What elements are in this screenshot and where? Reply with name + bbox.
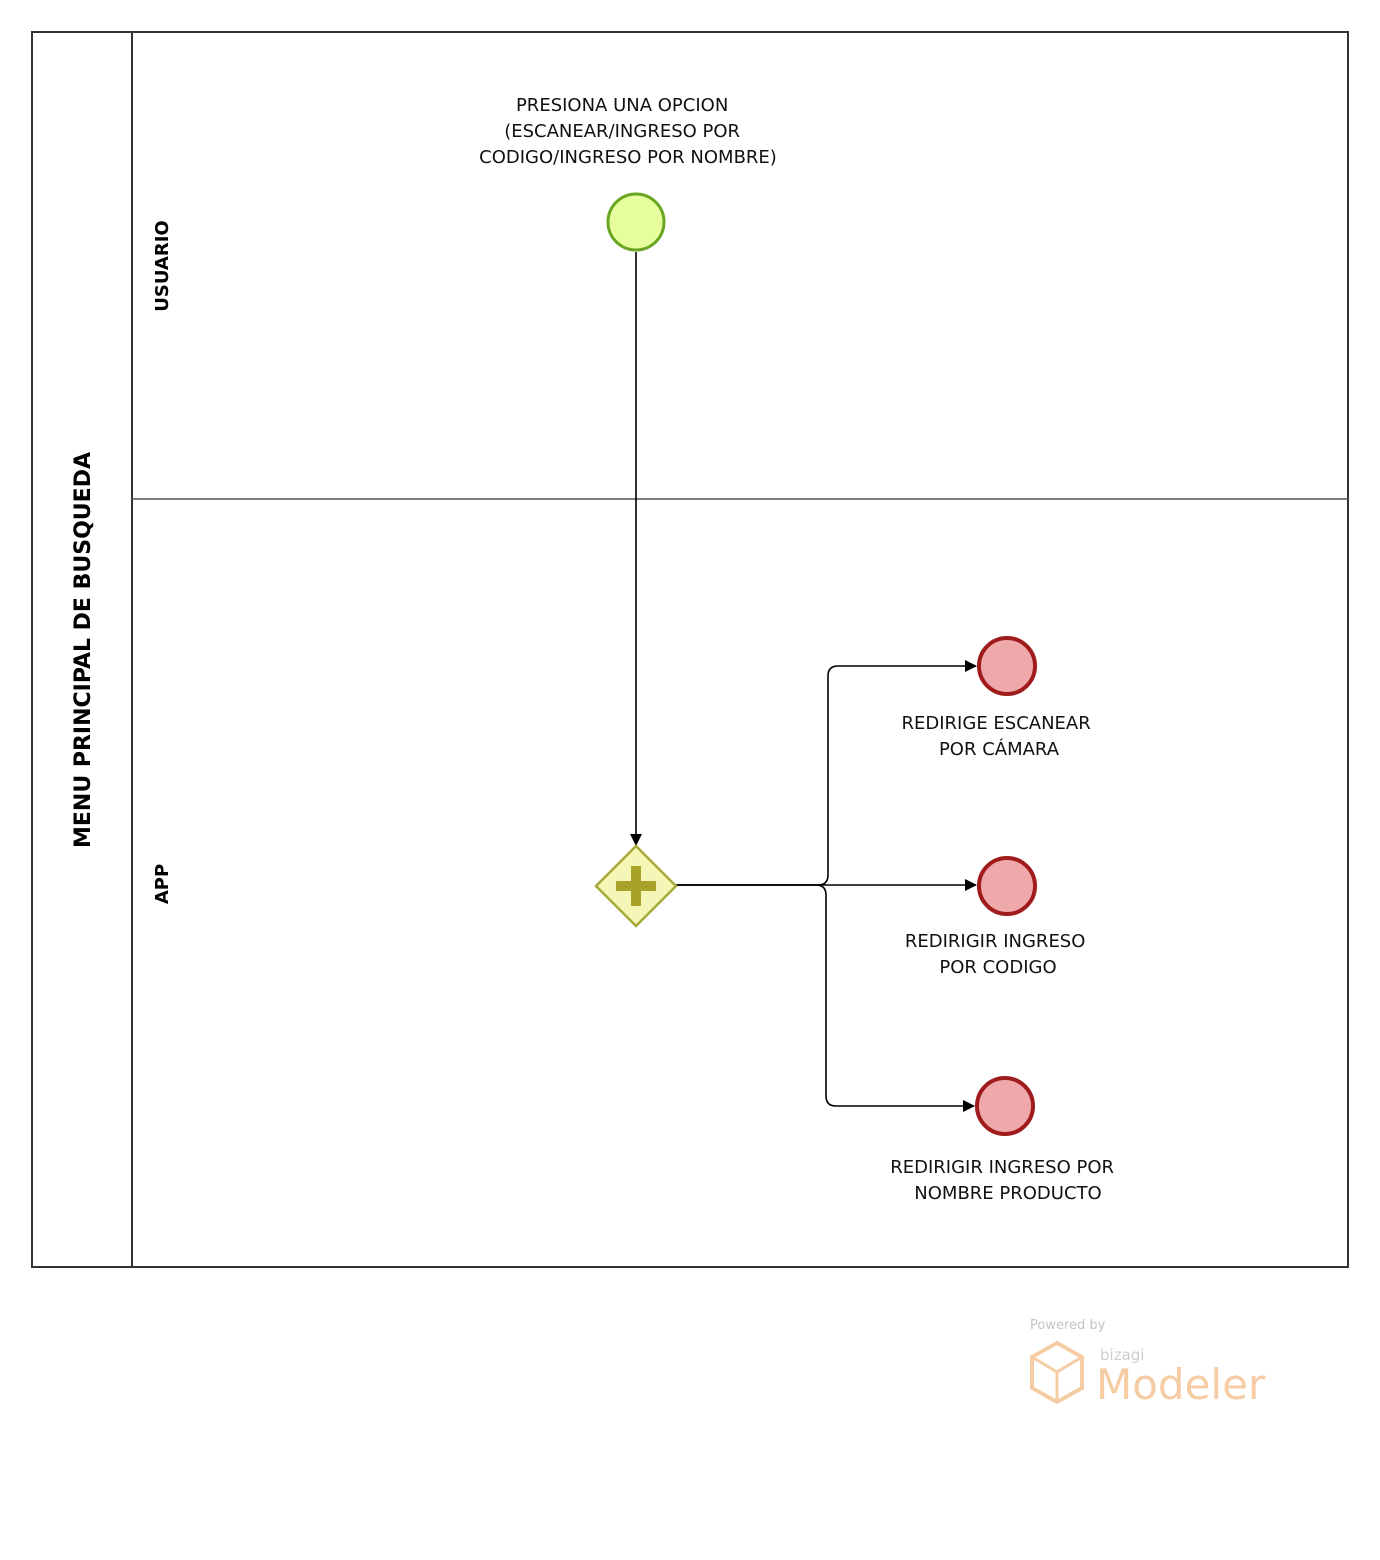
bizagi-watermark: Powered by bizagi Modeler — [1030, 1318, 1266, 1409]
bizagi-cube-icon — [1030, 1340, 1084, 1405]
sequence-flows — [630, 252, 977, 1112]
watermark-brand: bizagi — [1100, 1346, 1144, 1364]
end-event-escanear[interactable]: REDIRIGE ESCANEAR POR CÁMARA — [902, 636, 1097, 760]
plus-icon — [616, 866, 656, 906]
end-event-nombre[interactable]: REDIRIGIR INGRESO POR NOMBRE PRODUCTO — [890, 1076, 1120, 1204]
watermark-product: Modeler — [1096, 1360, 1266, 1409]
lane-app: APP — [152, 864, 173, 904]
lane-label-usuario: USUARIO — [152, 220, 173, 311]
end-event-label: REDIRIGIR INGRESO POR CODIGO — [905, 931, 1091, 978]
lane-label-app: APP — [152, 864, 173, 904]
start-event-label: PRESIONA UNA OPCION (ESCANEAR/INGRESO PO… — [479, 95, 777, 168]
pool: MENU PRINCIPAL DE BUSQUEDA — [31, 31, 1349, 1268]
flow-gateway-to-end-3[interactable] — [676, 884, 975, 1112]
end-event-label: REDIRIGIR INGRESO POR NOMBRE PRODUCTO — [890, 1157, 1120, 1204]
parallel-gateway[interactable] — [594, 844, 678, 928]
pool-label: MENU PRINCIPAL DE BUSQUEDA — [71, 452, 96, 848]
end-event-codigo[interactable]: REDIRIGIR INGRESO POR CODIGO — [905, 856, 1091, 978]
watermark-powered: Powered by — [1030, 1318, 1106, 1333]
end-event-label: REDIRIGE ESCANEAR POR CÁMARA — [902, 713, 1097, 760]
lane-usuario: USUARIO — [132, 220, 1348, 500]
start-event[interactable]: PRESIONA UNA OPCION (ESCANEAR/INGRESO PO… — [479, 95, 777, 252]
